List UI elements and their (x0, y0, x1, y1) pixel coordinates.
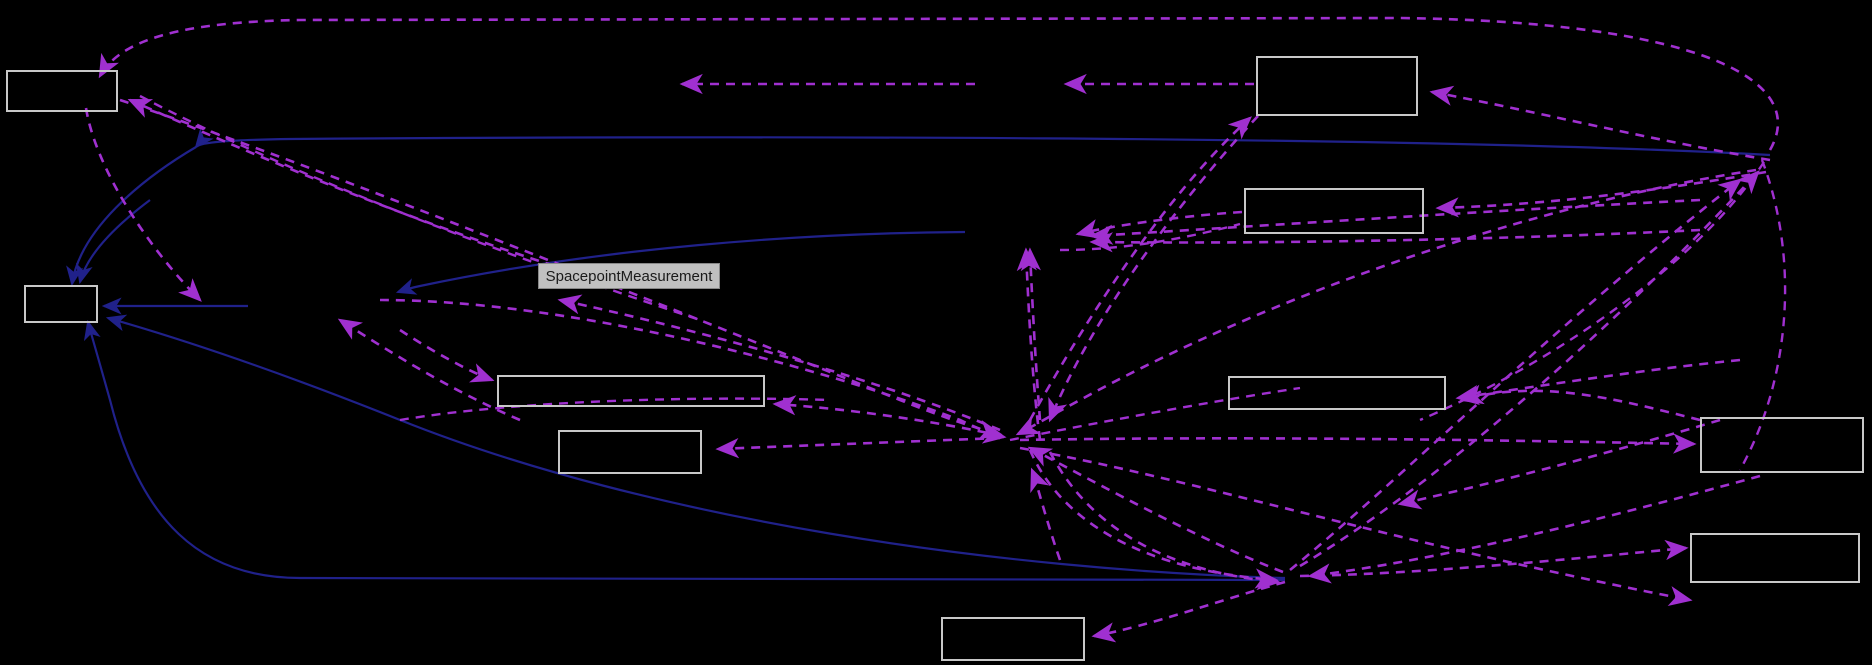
edge-blue-lower-curve (105, 314, 1286, 580)
edge-purple-hubmid-down-a (1028, 449, 1279, 589)
edge-purple-extra-1 (1738, 159, 1787, 471)
edge-purple-hubmid-to-n8 (1019, 433, 1697, 454)
edge-purple-hublower-to-hubmid (1027, 446, 1284, 574)
edge-purple-hubmid-to-n3 (772, 395, 1003, 438)
edge-blue-bottom-long (83, 319, 1286, 582)
graph-node[interactable] (24, 285, 98, 323)
graph-node[interactable] (1244, 188, 1424, 234)
edge-purple-extra-4 (399, 397, 831, 422)
edge-purple-midleft-to-hubmid (379, 298, 1007, 444)
graph-node[interactable] (1690, 533, 1860, 583)
edge-purple-n5-to-hubmid (1048, 115, 1259, 423)
edge-group-usage (84, 16, 1780, 643)
edge-purple-hub-to-hubmid-a (1015, 168, 1757, 436)
edge-blue-left-curve (66, 146, 197, 287)
edge-purple-to-n3-left (399, 328, 495, 383)
edge-purple-converge-b (1089, 228, 1701, 253)
edge-purple-into-hublower-upper (1397, 418, 1721, 510)
graph-node[interactable] (941, 617, 1085, 661)
edge-blue-into-n1-top (75, 199, 151, 285)
edge-purple-hublower-up-right-b (1299, 170, 1760, 568)
edge-purple-from-n0-down (84, 107, 202, 302)
edge-purple-up-into-hubmid (1030, 467, 1062, 561)
edge-purple-n8-to-hublower (1307, 474, 1761, 584)
edge-purple-hubmid-to-n4 (715, 436, 1001, 459)
edge-purple-hubmid-up (1020, 247, 1042, 421)
edge-purple-right-into-n7 (1455, 358, 1741, 406)
edge-purple-extra-2 (1419, 161, 1766, 422)
edge-purple-hublower-to-n10 (1091, 580, 1286, 643)
edge-blue-mid-sweep (395, 230, 966, 295)
edge-purple-hubmid-to-n9 (1019, 446, 1693, 607)
edge-purple-hubmid-down-b (1048, 451, 1281, 591)
graph-node[interactable] (558, 430, 702, 474)
graph-node[interactable] (6, 70, 118, 112)
edge-purple-extra-6 (1059, 222, 1241, 252)
graph-node[interactable] (497, 375, 765, 407)
graph-node[interactable] (1256, 56, 1418, 116)
edge-group-usage-extra (139, 94, 1787, 471)
edge-purple-to-n0-lower (127, 98, 601, 282)
edge-blue-top-sweep (194, 127, 1771, 157)
edge-purple-hublower-up-right-a (1289, 178, 1743, 572)
edge-purple-n0-to-hubmid (119, 98, 1003, 440)
edge-purple-extra-5 (1009, 386, 1301, 442)
graph-node[interactable] (1228, 376, 1446, 410)
edge-purple-up-to-converge (1016, 247, 1042, 441)
edge-purple-top-arc (98, 16, 1780, 151)
graph-node-label-text: SpacepointMeasurement (545, 267, 713, 285)
graph-node[interactable] (1700, 417, 1864, 473)
edge-purple-to-midleft (337, 318, 521, 422)
edge-purple-hub-to-n5 (1429, 85, 1771, 162)
edge-purple-hubmid-to-n2 (557, 294, 1001, 432)
edge-purple-hub-to-n6 (1435, 170, 1767, 218)
edge-purple-hublower-to-n9 (1299, 539, 1689, 578)
edge-purple-n6-to-hubmid (1075, 210, 1243, 239)
graph-node-spacepoint-measurement[interactable]: SpacepointMeasurement (538, 263, 720, 289)
edge-purple-converge-a (1089, 198, 1701, 245)
edge-purple-hubmid-to-n5b (1028, 116, 1252, 421)
edge-group-inheritance (66, 127, 1771, 582)
edge-purple-to-n7 (1459, 384, 1701, 422)
